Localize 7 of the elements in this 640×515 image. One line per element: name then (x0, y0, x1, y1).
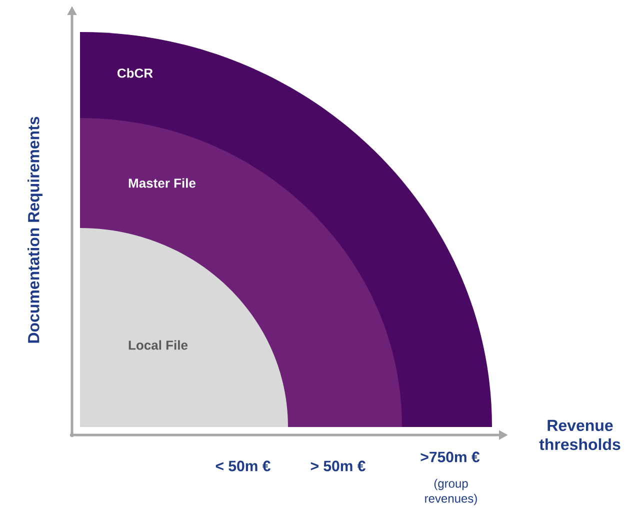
axis-label: Revenue thresholds (539, 420, 620, 450)
axis-label: < 50m € (216, 460, 270, 472)
axis-label: (group revenues) (425, 478, 477, 506)
axis-label: > 50m € (310, 460, 366, 472)
axis-label: >750m € (420, 452, 480, 462)
axis-label: Documentation Requirements (28, 116, 42, 343)
quarter-band: Local File (80, 228, 288, 427)
